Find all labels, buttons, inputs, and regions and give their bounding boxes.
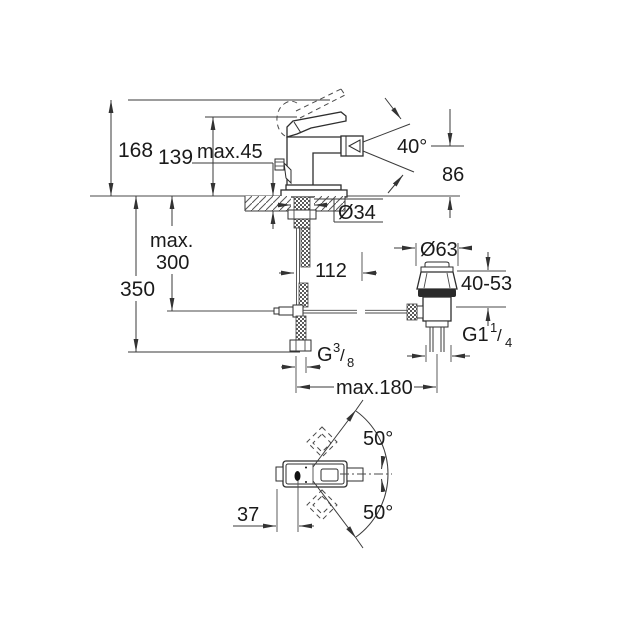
front-view-faucet — [274, 88, 364, 198]
dim-label-112: 112 — [315, 260, 347, 282]
spray-arc-arrow-upper — [384, 97, 402, 120]
g114-denominator: 4 — [505, 335, 512, 350]
plan-spout-opening — [320, 468, 339, 482]
dim-label-86: 86 — [442, 164, 464, 186]
handle-swing-inner-upper — [312, 433, 332, 453]
dim-hose-max: max. 300 — [150, 196, 193, 311]
dim-waste-diameter: Ø63 — [394, 239, 472, 266]
popup-knob — [274, 158, 285, 171]
deck-hatch-left — [245, 196, 291, 211]
swing-diagonal-lower-ext — [355, 537, 364, 549]
lever-raised-dashed-tip — [340, 88, 346, 96]
plan-rear-stub — [275, 466, 284, 482]
mounting-nut — [287, 209, 317, 220]
faucet-body — [286, 136, 342, 187]
waste-flange-neck-left — [423, 272, 428, 289]
handle-swing-inner-lower — [312, 495, 332, 515]
g38-base: G — [317, 344, 333, 366]
swing-diagonal-upper — [312, 409, 357, 468]
dim-label-max180: max.180 — [336, 377, 413, 399]
waste-flange-neck-right — [446, 272, 451, 289]
spray-arc-arrow-lower — [387, 174, 404, 194]
swing-diagonal-lower — [312, 480, 357, 539]
dim-label-g114: G1 1 / 4 — [462, 319, 512, 350]
dim-waste-thread: G1 1 / 4 — [407, 319, 512, 362]
dim-spout-height: 86 — [431, 109, 464, 218]
dim-label-139: 139 — [158, 146, 193, 169]
g114-slash: / — [497, 326, 502, 345]
handle-swing-outline-upper — [306, 426, 338, 458]
arc-arrow-upper — [380, 455, 386, 470]
waste-flange — [416, 271, 458, 290]
dim-deck-thickness: max.45 — [192, 141, 276, 229]
swing-angle-arc — [355, 410, 389, 538]
dim-supply-thread: G 3 / 8 — [281, 339, 354, 373]
under-deck-assembly — [273, 196, 407, 352]
rod-tee-arm — [278, 306, 294, 316]
dim-label-50-lower: 50° — [363, 502, 393, 524]
handle-raised-dashed-outline — [276, 103, 286, 137]
flex-hose-middle — [298, 282, 309, 308]
dim-label-168: 168 — [118, 139, 153, 162]
plan-screw-dot — [305, 481, 307, 483]
rod-neck — [416, 305, 424, 319]
supply-connection-nut — [289, 339, 312, 352]
swing-diagonal-upper-ext — [355, 399, 364, 411]
handle-raised-dashed-top — [283, 100, 298, 105]
lever-handle-facet — [293, 121, 302, 134]
popup-waste-assembly — [406, 261, 458, 352]
aerator-symbol — [347, 139, 361, 153]
popup-knob-stem — [283, 161, 292, 185]
dim-label-300: 300 — [156, 252, 189, 274]
plan-view-faucet: 50° 50° — [275, 399, 393, 549]
rod-tee-cap — [273, 307, 280, 315]
rod-tee-junction — [292, 304, 304, 318]
dim-height-total: 168 — [108, 100, 153, 196]
spray-line-lower — [362, 150, 415, 173]
dim-label-40deg: 40° — [397, 136, 427, 158]
dim-label-4053: 40-53 — [461, 273, 512, 295]
dim-label-50-upper: 50° — [363, 428, 393, 450]
dim-handle-offset: 37 — [233, 481, 314, 532]
dim-label-37: 37 — [237, 504, 259, 526]
plan-handle-pivot — [294, 471, 301, 481]
g38-numerator: 3 — [333, 340, 340, 355]
g38-slash: / — [340, 346, 345, 365]
spray-line-upper — [362, 123, 411, 143]
waste-plug-disc — [420, 266, 454, 273]
dim-height-handle: 139 — [158, 117, 216, 196]
dim-waste-clamp-range: 40-53 — [456, 252, 512, 326]
g114-base: G1 — [462, 324, 489, 346]
waste-plug-dome — [424, 261, 450, 268]
dim-label-350: 350 — [120, 278, 155, 301]
dim-label-max45: max.45 — [197, 141, 263, 163]
dim-hose-length: 350 — [120, 196, 155, 352]
flex-hose-lower — [295, 315, 307, 341]
dim-label-o63: Ø63 — [420, 239, 458, 261]
flex-hose-upper — [300, 227, 311, 268]
dim-waste-offset: 112 — [279, 252, 377, 282]
waste-locknut — [425, 320, 449, 328]
dim-label-o34: Ø34 — [338, 202, 376, 224]
dim-rod-reach: max.180 — [295, 354, 438, 399]
dim-spray-angle: 40° — [362, 97, 427, 194]
plan-screw-dot — [305, 466, 307, 469]
base-escutcheon — [280, 189, 348, 198]
dim-hole-diameter: Ø34 — [277, 198, 383, 224]
dim-label-max: max. — [150, 230, 193, 252]
arc-arrow-lower — [380, 478, 386, 493]
g114-numerator: 1 — [490, 320, 497, 335]
waste-seal-ring — [418, 289, 456, 297]
dim-label-g38: G 3 / 8 — [317, 339, 354, 370]
handle-swing-outline-lower — [306, 489, 338, 521]
waste-body — [422, 296, 452, 322]
rod-clamp-knob — [406, 303, 418, 321]
g38-denominator: 8 — [347, 355, 354, 370]
lever-handle — [286, 111, 347, 138]
base-upper-tier — [285, 184, 342, 191]
